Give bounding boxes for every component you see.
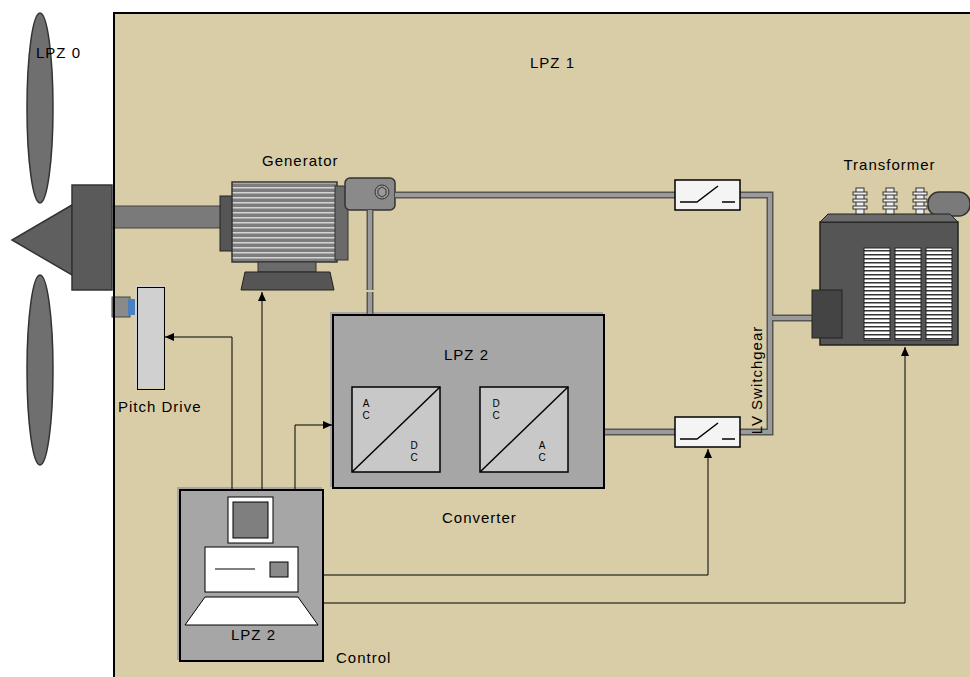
- node-caption: Converter: [442, 509, 517, 527]
- transformer-illustration: [812, 188, 970, 345]
- ac-dc-label: D C: [492, 398, 500, 421]
- transformer: Transformer: [817, 224, 962, 347]
- node-title: Pitch Drive: [118, 398, 202, 416]
- control-arrow: [262, 292, 263, 489]
- converter-fill: [330, 312, 603, 487]
- ac-dc-label: D C: [410, 440, 418, 463]
- rotor: [12, 13, 222, 465]
- lpz-zone: LPZ 1GeneratorTransformerPitch DriveLPZ …: [113, 12, 970, 677]
- converter-box: LPZ 2Converter: [332, 314, 605, 489]
- control-arrow: [295, 425, 332, 489]
- control-arrow: [324, 347, 905, 603]
- converter-block: [352, 387, 568, 472]
- switchgear-label: LV Switchgear: [748, 326, 766, 435]
- control-fill: [177, 487, 322, 660]
- ac-dc-label: A C: [538, 440, 546, 463]
- switch-symbol: [675, 180, 740, 447]
- power-wire-outline: [367, 292, 374, 314]
- pitch-drive: Pitch Drive: [137, 287, 165, 390]
- node-title: LPZ 2: [444, 346, 489, 364]
- zone-label: LPZ 0: [36, 44, 81, 62]
- node-title: Generator: [262, 152, 339, 170]
- generator: Generator: [222, 180, 397, 292]
- lpz1-ground: [113, 12, 970, 677]
- node-title: Transformer: [843, 156, 935, 174]
- ac-dc-label: A C: [362, 398, 370, 421]
- node-title: LPZ 1: [530, 54, 575, 72]
- node-title: LPZ 2: [231, 626, 276, 644]
- control-box: LPZ 2Control: [179, 489, 324, 662]
- pitch-drive-fill: [135, 285, 163, 388]
- node-caption: Control: [336, 649, 391, 667]
- computer-icon: [185, 497, 318, 625]
- power-wire: [368, 292, 372, 314]
